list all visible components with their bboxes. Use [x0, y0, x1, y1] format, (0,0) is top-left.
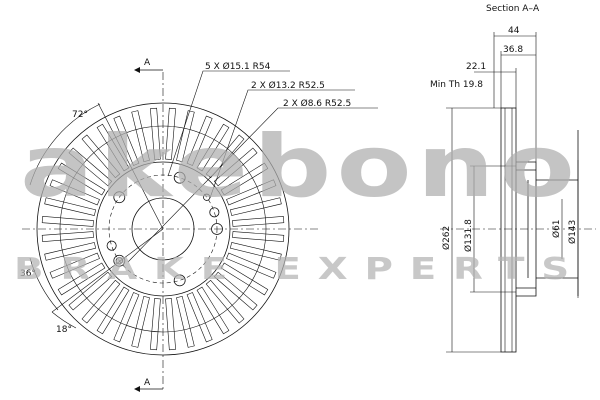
cooling-vane	[49, 179, 100, 206]
locating-hole-small	[115, 257, 123, 265]
cooling-vane	[186, 292, 213, 343]
watermark-brand: akebono	[20, 117, 580, 217]
section-view: Section A–A 44 36.8 22.1 Min Th 19.8	[430, 4, 596, 353]
cooling-vane	[165, 298, 176, 351]
section-title: Section A–A	[486, 4, 540, 14]
cooling-vane	[44, 242, 97, 261]
locating-hole-small	[203, 193, 211, 201]
cooling-vane	[232, 216, 285, 227]
cooling-vane	[113, 115, 140, 166]
cooling-vane	[96, 123, 130, 172]
cooling-vane	[213, 147, 258, 187]
cooling-vane	[229, 242, 282, 261]
bolt-hole	[173, 171, 186, 184]
bolt-hole	[113, 191, 126, 204]
cooling-vane	[196, 286, 230, 335]
cooling-vane	[41, 231, 94, 242]
angle-arc-18	[51, 311, 77, 329]
cooling-vane	[49, 252, 100, 279]
dim-width-44: 44	[508, 26, 520, 36]
cooling-vane	[186, 115, 213, 166]
section-arrow-bottom	[134, 386, 140, 392]
cooling-vane	[41, 216, 94, 227]
hole-callout-1: 5 X Ø15.1 R54	[205, 61, 271, 72]
angle-arc-72	[29, 103, 101, 186]
cooling-vane	[68, 271, 113, 311]
angle-label-72: 72°	[72, 110, 88, 120]
cooling-vane	[96, 286, 130, 335]
bolt-holes	[106, 171, 223, 287]
watermark-tagline: BRAKE EXPERTS	[14, 252, 586, 287]
leader-hole-2	[209, 89, 355, 199]
dim-min-thickness: Min Th 19.8	[430, 80, 483, 90]
angle-arc-36	[29, 257, 59, 311]
cooling-vane	[213, 271, 258, 311]
locating-hole-large	[106, 240, 117, 251]
hole-callout-2: 2 X Ø13.2 R52.5	[251, 80, 325, 91]
cooling-vane	[176, 295, 195, 348]
cooling-vane	[196, 123, 230, 172]
cooling-vane	[131, 110, 150, 163]
cooling-vane	[220, 262, 269, 296]
cooling-vane	[165, 107, 176, 160]
cooling-vane	[226, 179, 277, 206]
cooling-vane	[232, 231, 285, 242]
cooling-vane	[205, 279, 245, 324]
cooling-vane	[176, 110, 195, 163]
cooling-vane	[131, 295, 150, 348]
cooling-vane	[113, 292, 140, 343]
bolt-hole	[173, 274, 186, 287]
cooling-vane	[226, 252, 277, 279]
cooling-vanes	[41, 107, 285, 351]
section-arrow-top	[134, 67, 140, 73]
leader-hole-3	[127, 107, 378, 263]
front-view: A A 5 X Ø15.1 R54 2 X Ø13.2 R52.5 2 X Ø8…	[20, 58, 378, 392]
section-mark-top: A	[144, 58, 151, 68]
cooling-vane	[57, 162, 106, 196]
leader-hole-1	[167, 70, 290, 177]
dim-dia-131-8: Ø131.8	[463, 219, 474, 252]
dim-dia-143: Ø143	[567, 220, 578, 244]
dim-width-36-8: 36.8	[503, 45, 523, 55]
bolt-hole	[211, 223, 223, 235]
dim-width-22-1: 22.1	[466, 62, 486, 72]
angle-label-18: 18°	[56, 325, 72, 335]
cooling-vane	[57, 262, 106, 296]
cooling-vane	[81, 279, 121, 324]
dim-dia-61: Ø61	[551, 219, 562, 238]
cooling-vane	[150, 107, 161, 160]
dim-dia-262: Ø262	[441, 226, 452, 250]
locating-hole-large	[209, 207, 220, 218]
cooling-vane	[44, 197, 97, 216]
cooling-vane	[68, 147, 113, 187]
angle-label-36: 36°	[20, 269, 36, 279]
cooling-vane	[150, 298, 161, 351]
section-mark-bottom: A	[144, 378, 151, 388]
cooling-vane	[205, 134, 245, 179]
akebono-watermark: akebono BRAKE EXPERTS	[14, 117, 586, 287]
cooling-vane	[81, 134, 121, 179]
hole-callout-3: 2 X Ø8.6 R52.5	[283, 98, 351, 109]
bolt-hole	[113, 254, 126, 267]
cooling-vane	[220, 162, 269, 196]
cooling-vane	[229, 197, 282, 216]
